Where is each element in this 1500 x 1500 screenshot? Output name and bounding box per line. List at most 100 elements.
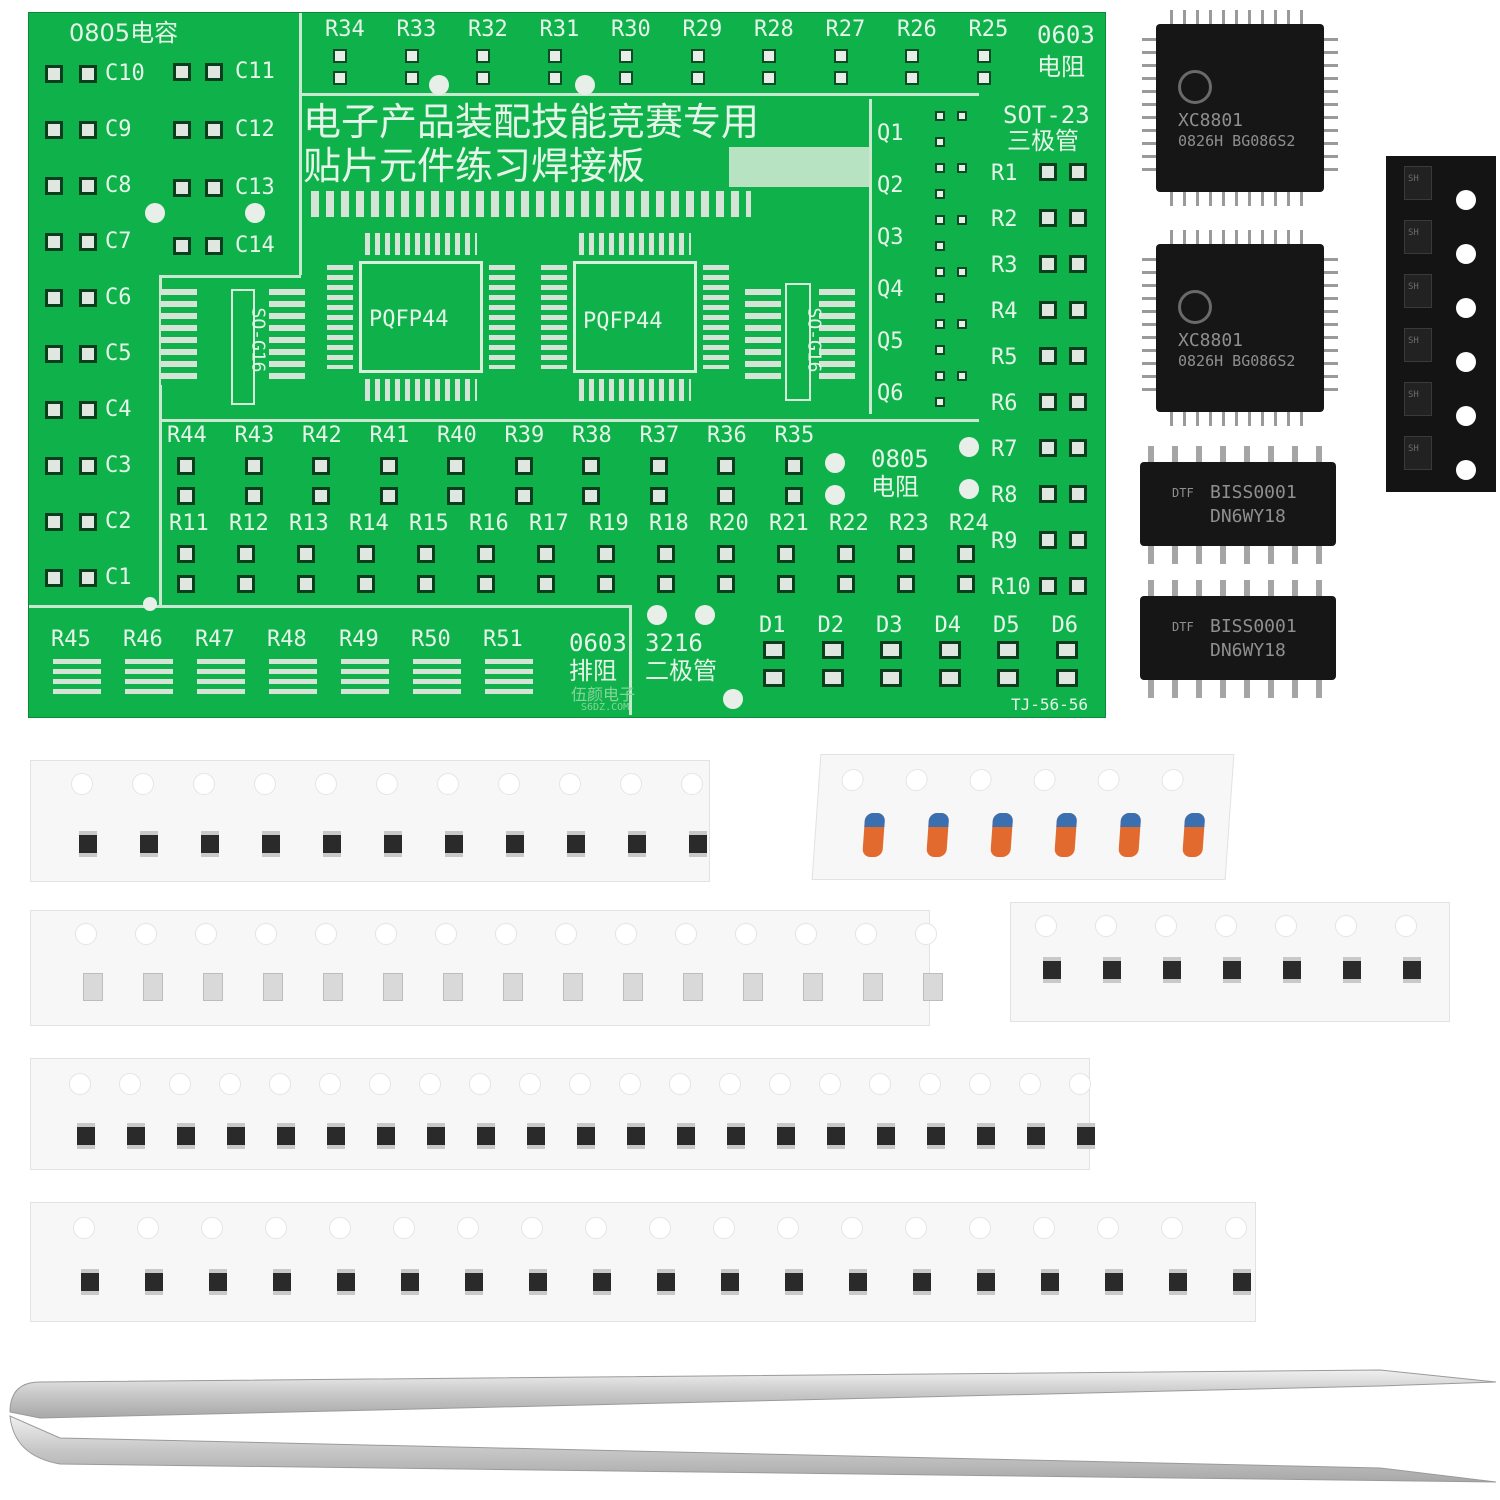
tape-sprocket-hole xyxy=(1275,915,1297,937)
solder-pad xyxy=(957,545,975,563)
smd-resistor xyxy=(827,1123,845,1149)
smd-resistor xyxy=(77,1123,95,1149)
solder-pad xyxy=(897,545,915,563)
capacitor-label: C10 xyxy=(105,61,145,86)
divider-line xyxy=(299,93,979,96)
solder-pad xyxy=(45,569,63,587)
capacitor-label: C1 xyxy=(105,565,132,590)
smd-resistor xyxy=(177,1123,195,1149)
tape-sprocket-hole xyxy=(265,1217,287,1239)
resistor-array-pads xyxy=(269,659,317,695)
resistor-label: R14 xyxy=(349,511,389,536)
solder-pad xyxy=(905,49,919,63)
smd-diode xyxy=(1118,813,1142,857)
solder-pad xyxy=(79,233,97,251)
resistor-array-label: R48 xyxy=(267,627,307,652)
solder-pad xyxy=(657,545,675,563)
solder-pad xyxy=(777,545,795,563)
qfp-pins xyxy=(1170,192,1310,206)
solder-pad xyxy=(935,189,945,199)
chip-marking-line2: 0826H BG086S2 xyxy=(1178,132,1296,150)
chip-marking-line1: BISS0001 xyxy=(1210,482,1297,503)
resistor-label: R24 xyxy=(949,511,989,536)
solder-pad xyxy=(333,71,347,85)
solder-pad xyxy=(379,487,398,505)
tape-sprocket-hole xyxy=(619,1073,641,1095)
qfp-pins xyxy=(1170,412,1310,426)
tape-hole xyxy=(1456,190,1476,210)
solder-pad xyxy=(957,575,975,593)
tape-sprocket-hole xyxy=(73,1217,95,1239)
smd-resistor xyxy=(627,1123,645,1149)
tape-hole xyxy=(1456,244,1476,264)
solder-pad xyxy=(997,641,1019,659)
so16-pads-right xyxy=(819,289,855,385)
solder-pad xyxy=(1069,209,1087,227)
solder-pad xyxy=(205,121,223,139)
capacitor-label: C7 xyxy=(105,229,132,254)
transistor-label: Q6 xyxy=(877,381,904,406)
tape-sprocket-hole xyxy=(435,923,457,945)
qfp-pins xyxy=(1324,258,1338,398)
solder-pad xyxy=(1069,577,1087,595)
diode-label: D1 xyxy=(759,613,786,638)
mounting-hole xyxy=(695,605,715,625)
sot23-mark: SH xyxy=(1408,282,1419,292)
divider-line xyxy=(159,275,301,278)
tape-sprocket-hole xyxy=(1395,915,1417,937)
divider-line xyxy=(159,419,979,422)
solder-pad xyxy=(514,457,533,475)
solder-pad xyxy=(177,487,195,505)
resistor-label: R41 xyxy=(369,423,410,448)
solder-pad xyxy=(205,63,223,81)
label-0603: 0603 xyxy=(1037,21,1095,49)
tape-sprocket-hole xyxy=(777,1217,799,1239)
transistor-label: Q4 xyxy=(877,277,904,302)
solder-pad xyxy=(297,575,315,593)
resistor-label: R31 xyxy=(539,17,580,42)
smd-resistor xyxy=(1223,957,1241,983)
tape-sprocket-hole xyxy=(1160,769,1185,791)
tweezers xyxy=(9,1369,1497,1483)
solder-pad xyxy=(1039,347,1057,365)
solder-pad xyxy=(357,545,375,563)
solder-pad xyxy=(476,71,490,85)
solder-pad xyxy=(537,545,555,563)
qfp-chip-bottom: XC8801 0826H BG086S2 xyxy=(1156,244,1324,412)
tape-sprocket-hole xyxy=(669,1073,691,1095)
smd-capacitor xyxy=(143,973,163,1001)
solder-pad xyxy=(447,487,465,505)
smd-resistor xyxy=(1027,1123,1045,1149)
solder-pad xyxy=(935,397,945,407)
resistor-label: R19 xyxy=(589,511,629,536)
solder-pad xyxy=(1039,439,1057,457)
tape-sprocket-hole xyxy=(915,923,937,945)
smd-resistor xyxy=(273,1269,291,1295)
smd-resistor xyxy=(577,1123,595,1149)
smd-resistor xyxy=(785,1269,803,1295)
resistor-label: R39 xyxy=(504,423,545,448)
solder-pad xyxy=(619,71,633,85)
pqfp-pins-bottom xyxy=(579,379,691,401)
resistor-label: R15 xyxy=(409,511,449,536)
diode-band xyxy=(928,813,950,827)
smd-resistor xyxy=(977,1123,995,1149)
tape-sprocket-hole xyxy=(437,773,459,795)
smd-resistor xyxy=(277,1123,295,1149)
solder-pad xyxy=(379,457,398,475)
label-0603-array: 0603 xyxy=(569,629,627,657)
tape-sprocket-hole xyxy=(1155,915,1177,937)
resistor-label: R22 xyxy=(829,511,869,536)
board-title-line1: 电子产品装配技能竞赛专用 xyxy=(303,100,760,144)
qfp-pins xyxy=(1170,10,1310,24)
resistor-array-pads xyxy=(125,659,173,695)
tape-hole xyxy=(1456,352,1476,372)
chip-logo-icon xyxy=(1178,70,1212,104)
smd-capacitor xyxy=(623,973,643,1001)
capacitor-label: C8 xyxy=(105,173,132,198)
resistor-label: R21 xyxy=(769,511,809,536)
solder-pad xyxy=(79,121,97,139)
solder-pad xyxy=(1039,393,1057,411)
smd-resistor xyxy=(323,831,341,857)
solder-pad xyxy=(649,487,668,505)
